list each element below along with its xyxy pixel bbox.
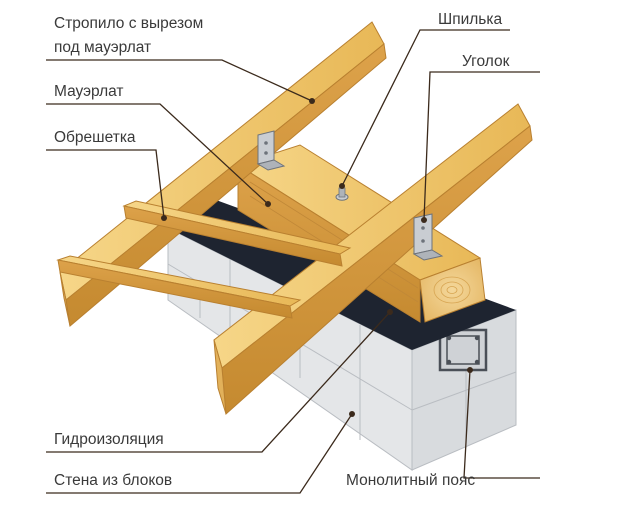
leader-lines xyxy=(46,29,540,494)
label-monolithic-belt: Монолитный пояс xyxy=(346,472,476,489)
metal-angle-front xyxy=(412,213,444,261)
label-waterproofing: Гидроизоляция xyxy=(54,431,164,448)
label-rafter-line1: Стропило с вырезом xyxy=(54,15,204,32)
stud-bolt xyxy=(335,187,349,201)
label-lathing: Обрешетка xyxy=(54,129,136,146)
label-rafter-line2: под мауэрлат xyxy=(54,39,152,56)
lathing-boards xyxy=(56,200,352,319)
label-block-wall: Стена из блоков xyxy=(54,472,173,489)
metal-angle-back xyxy=(256,130,286,171)
label-mauerlat: Мауэрлат xyxy=(54,83,124,100)
label-stud: Шпилька xyxy=(438,11,503,28)
label-angle: Уголок xyxy=(462,53,510,70)
